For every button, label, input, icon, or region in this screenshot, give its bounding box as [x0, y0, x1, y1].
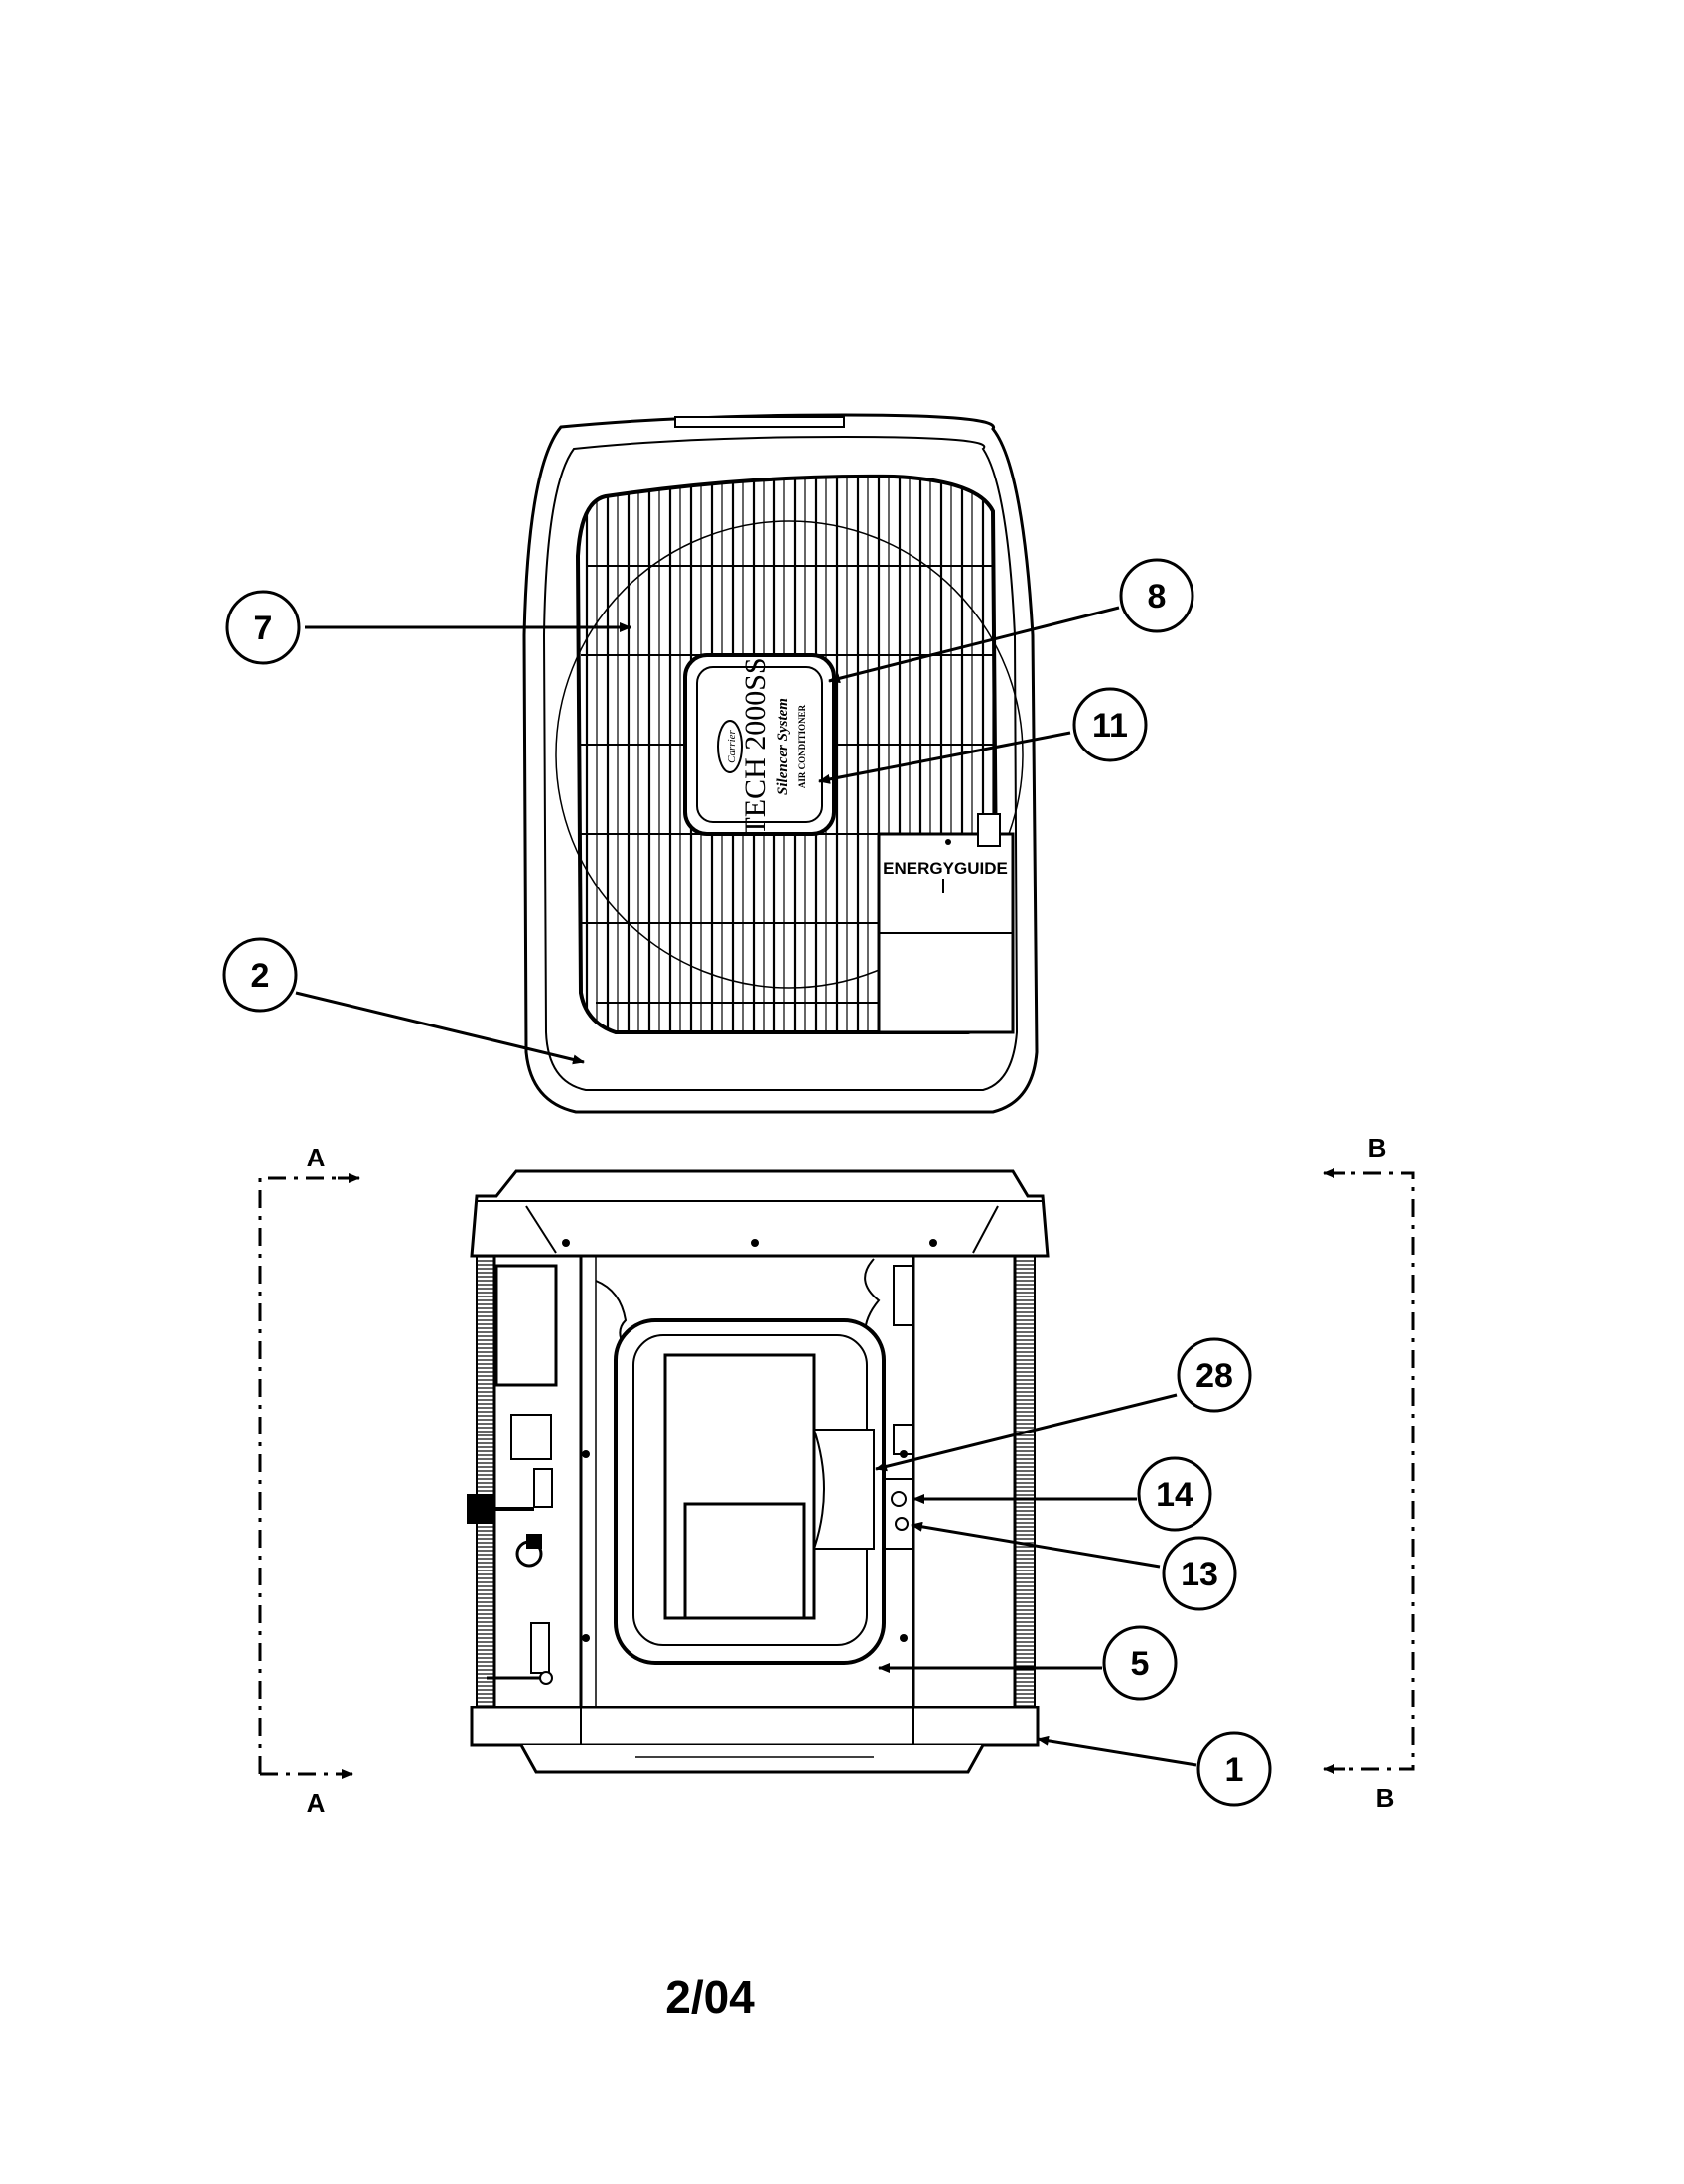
revision-date: 2/04 [665, 1972, 755, 2023]
callout-label-8: 8 [1148, 578, 1167, 615]
energyguide-label: ENERGYGUIDE [877, 813, 1015, 1034]
right-coil [1014, 1255, 1036, 1708]
callout-1: 1 [1037, 1731, 1272, 1807]
top-cover-inner-rim [542, 435, 1019, 1091]
carrier-badge: Carrier TECH 2000SS Silencer System AIR … [683, 653, 836, 836]
callout-13: 13 [911, 1521, 1237, 1611]
callout-8: 8 [828, 558, 1194, 684]
section-label-a-bottom: A [307, 1788, 326, 1818]
callout-label-28: 28 [1195, 1357, 1233, 1395]
carrier-logo [717, 720, 743, 773]
callout-14: 14 [912, 1456, 1212, 1532]
callout-label-1: 1 [1225, 1751, 1244, 1789]
left-coil [476, 1255, 495, 1708]
carrier-logo-text: Carrier [726, 729, 738, 762]
callout-label-11: 11 [1092, 707, 1128, 745]
base-pan [470, 1706, 1040, 1747]
control-box [494, 1264, 558, 1387]
callout-label-7: 7 [254, 610, 273, 647]
callout-label-14: 14 [1156, 1476, 1193, 1514]
base-feet [519, 1744, 985, 1774]
section-marker-a: A A [258, 1143, 360, 1818]
badge-caption-text: AIR CONDITIONER [797, 704, 807, 788]
callout-28: 28 [875, 1337, 1252, 1472]
top-view-unit: Carrier TECH 2000SS Silencer System AIR … [522, 413, 1039, 1114]
section-label-b-top: B [1368, 1133, 1387, 1162]
badge-line-text: Silencer System [775, 698, 791, 795]
section-marker-b: B B [1323, 1133, 1415, 1813]
badge-model-text: TECH 2000SS [739, 657, 772, 835]
section-label-a-top: A [307, 1143, 326, 1172]
access-bracket [812, 1429, 875, 1550]
front-view-unit [467, 1169, 1050, 1774]
callout-label-13: 13 [1181, 1556, 1218, 1593]
callout-label-2: 2 [251, 957, 270, 995]
energyguide-text: ENERGYGUIDE [883, 859, 1008, 878]
compressor-lower [683, 1502, 806, 1620]
front-top-cap [470, 1169, 1050, 1258]
top-cap-edge [674, 416, 845, 428]
service-valves [467, 1414, 553, 1685]
callout-11: 11 [818, 687, 1148, 784]
callout-5: 5 [878, 1625, 1178, 1701]
callout-label-5: 5 [1131, 1645, 1150, 1683]
callout-7: 7 [225, 590, 632, 665]
callout-2: 2 [222, 937, 585, 1065]
bracket-screw-13 [895, 1517, 909, 1531]
bracket-screw-14 [891, 1491, 907, 1507]
section-label-b-bottom: B [1376, 1783, 1395, 1813]
